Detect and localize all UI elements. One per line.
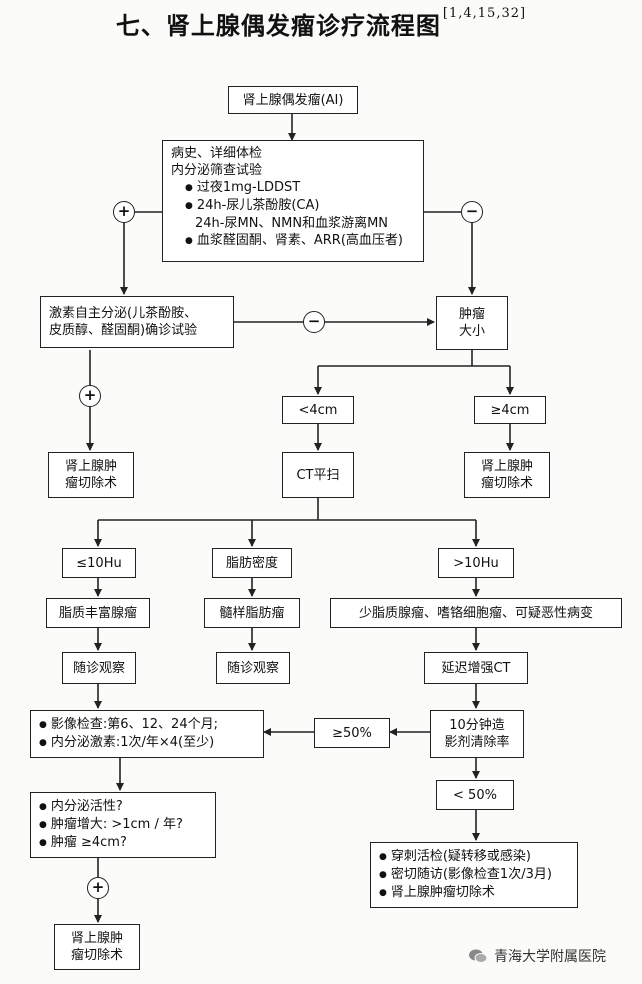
- start-node-label: 肾上腺偶发瘤(AI): [242, 92, 344, 108]
- follow-up-node: 随诊观察: [216, 652, 290, 684]
- imaging-schedule-node: 影像检查:第6、12、24个月; 内分泌激素:1次/年×4(至少): [30, 710, 264, 758]
- page-title: 七、肾上腺偶发瘤诊疗流程图[1,4,15,32]: [0, 6, 642, 41]
- lipid-rich-adenoma-node: 脂质丰富腺瘤: [46, 598, 150, 628]
- gt-10hu-label: >10Hu: [453, 555, 499, 571]
- washout-line: 10分钟造: [449, 718, 505, 733]
- screening-node: 病史、详细体检 内分泌筛查试验 过夜1mg-LDDST 24h-尿儿茶酚胺(CA…: [162, 140, 424, 262]
- tumor-size-line: 肿瘤: [458, 307, 485, 322]
- lt-50-node: < 50%: [436, 780, 514, 810]
- confirm-line: 皮质醇、醛固酮)确诊试验: [49, 323, 198, 338]
- gt-10hu-node: >10Hu: [438, 548, 514, 578]
- myelolipoma-node: 髓样脂肪瘤: [204, 598, 300, 628]
- title-text: 七、肾上腺偶发瘤诊疗流程图: [115, 11, 441, 40]
- myelolipoma-label: 髓样脂肪瘤: [219, 605, 285, 621]
- ct-plain-label: CT平扫: [296, 467, 340, 483]
- plus-sign: +: [87, 877, 109, 899]
- lt-4cm-node: <4cm: [282, 396, 354, 424]
- screening-item: 24h-尿MN、NMN和血浆游离MN: [195, 216, 389, 231]
- surgery-line: 肾上腺肿: [480, 459, 533, 474]
- ge-4cm-node: ≥4cm: [474, 396, 546, 424]
- lipid-rich-adenoma-label: 脂质丰富腺瘤: [58, 605, 137, 621]
- ge-4cm-label: ≥4cm: [490, 402, 530, 418]
- wechat-icon: [468, 948, 488, 964]
- recheck-line: 内分泌活性?: [39, 798, 123, 816]
- fat-density-node: 脂肪密度: [212, 548, 292, 578]
- surgery-line: 肾上腺肿: [64, 459, 117, 474]
- follow-up-node: 随诊观察: [62, 652, 136, 684]
- screening-line-2: 内分泌筛查试验: [171, 163, 263, 178]
- confirm-test-node: 激素自主分泌(儿茶酚胺、 皮质醇、醛固酮)确诊试验: [40, 296, 234, 348]
- tumor-size-node: 肿瘤 大小: [436, 296, 508, 350]
- ct-plain-node: CT平扫: [282, 452, 354, 498]
- minus-sign: −: [303, 311, 325, 333]
- screening-item: 24h-尿儿茶酚胺(CA): [171, 197, 320, 215]
- le-10hu-node: ≤10Hu: [62, 548, 136, 578]
- watermark: 青海大学附属医院: [468, 946, 606, 966]
- screening-item: 血浆醛固酮、肾素、ARR(高血压者): [171, 232, 403, 250]
- follow-up-label: 随诊观察: [226, 660, 279, 676]
- imaging-line: 影像检查:第6、12、24个月;: [39, 716, 218, 734]
- management-options-node: 穿刺活检(疑转移或感染) 密切随访(影像检查1次/3月) 肾上腺肿瘤切除术: [370, 842, 578, 908]
- surgery-node-bottom: 肾上腺肿 瘤切除术: [54, 924, 140, 970]
- fat-density-label: 脂肪密度: [225, 555, 278, 571]
- lt-4cm-label: <4cm: [298, 402, 338, 418]
- le-10hu-label: ≤10Hu: [76, 555, 122, 571]
- ge-50-node: ≥50%: [314, 718, 390, 748]
- imaging-line: 内分泌激素:1次/年×4(至少): [39, 734, 214, 752]
- screening-line-1: 病史、详细体检: [171, 146, 263, 161]
- surgery-line: 瘤切除术: [64, 476, 117, 491]
- lipid-poor-node: 少脂质腺瘤、嗜铬细胞瘤、可疑恶性病变: [330, 598, 622, 628]
- surgery-node-right: 肾上腺肿 瘤切除术: [464, 452, 550, 498]
- option-line: 肾上腺肿瘤切除术: [379, 884, 495, 902]
- option-line: 密切随访(影像检查1次/3月): [379, 866, 552, 884]
- plus-sign: +: [113, 201, 135, 223]
- follow-up-label: 随诊观察: [72, 660, 125, 676]
- option-line: 穿刺活检(疑转移或感染): [379, 848, 531, 866]
- delayed-ct-label: 延迟增强CT: [441, 660, 511, 676]
- start-node: 肾上腺偶发瘤(AI): [228, 86, 358, 114]
- lipid-poor-label: 少脂质腺瘤、嗜铬细胞瘤、可疑恶性病变: [358, 605, 593, 621]
- ge-50-label: ≥50%: [332, 725, 372, 741]
- recheck-line: 肿瘤增大: >1cm / 年?: [39, 816, 183, 834]
- washout-line: 影剂清除率: [444, 735, 510, 750]
- plus-sign: +: [79, 385, 101, 407]
- screening-item: 过夜1mg-LDDST: [171, 179, 300, 197]
- surgery-line: 瘤切除术: [480, 476, 533, 491]
- delayed-ct-node: 延迟增强CT: [424, 652, 528, 684]
- tumor-size-line: 大小: [458, 324, 485, 339]
- lt-50-label: < 50%: [453, 787, 497, 803]
- confirm-line: 激素自主分泌(儿茶酚胺、: [49, 306, 198, 321]
- surgery-node-left: 肾上腺肿 瘤切除术: [48, 452, 134, 498]
- watermark-text: 青海大学附属医院: [494, 949, 606, 965]
- recheck-node: 内分泌活性? 肿瘤增大: >1cm / 年? 肿瘤 ≥4cm?: [30, 792, 216, 858]
- recheck-line: 肿瘤 ≥4cm?: [39, 834, 127, 852]
- minus-sign: −: [461, 201, 483, 223]
- surgery-line: 肾上腺肿: [70, 931, 123, 946]
- title-reference: [1,4,15,32]: [442, 6, 527, 21]
- washout-node: 10分钟造 影剂清除率: [430, 710, 524, 758]
- surgery-line: 瘤切除术: [70, 948, 123, 963]
